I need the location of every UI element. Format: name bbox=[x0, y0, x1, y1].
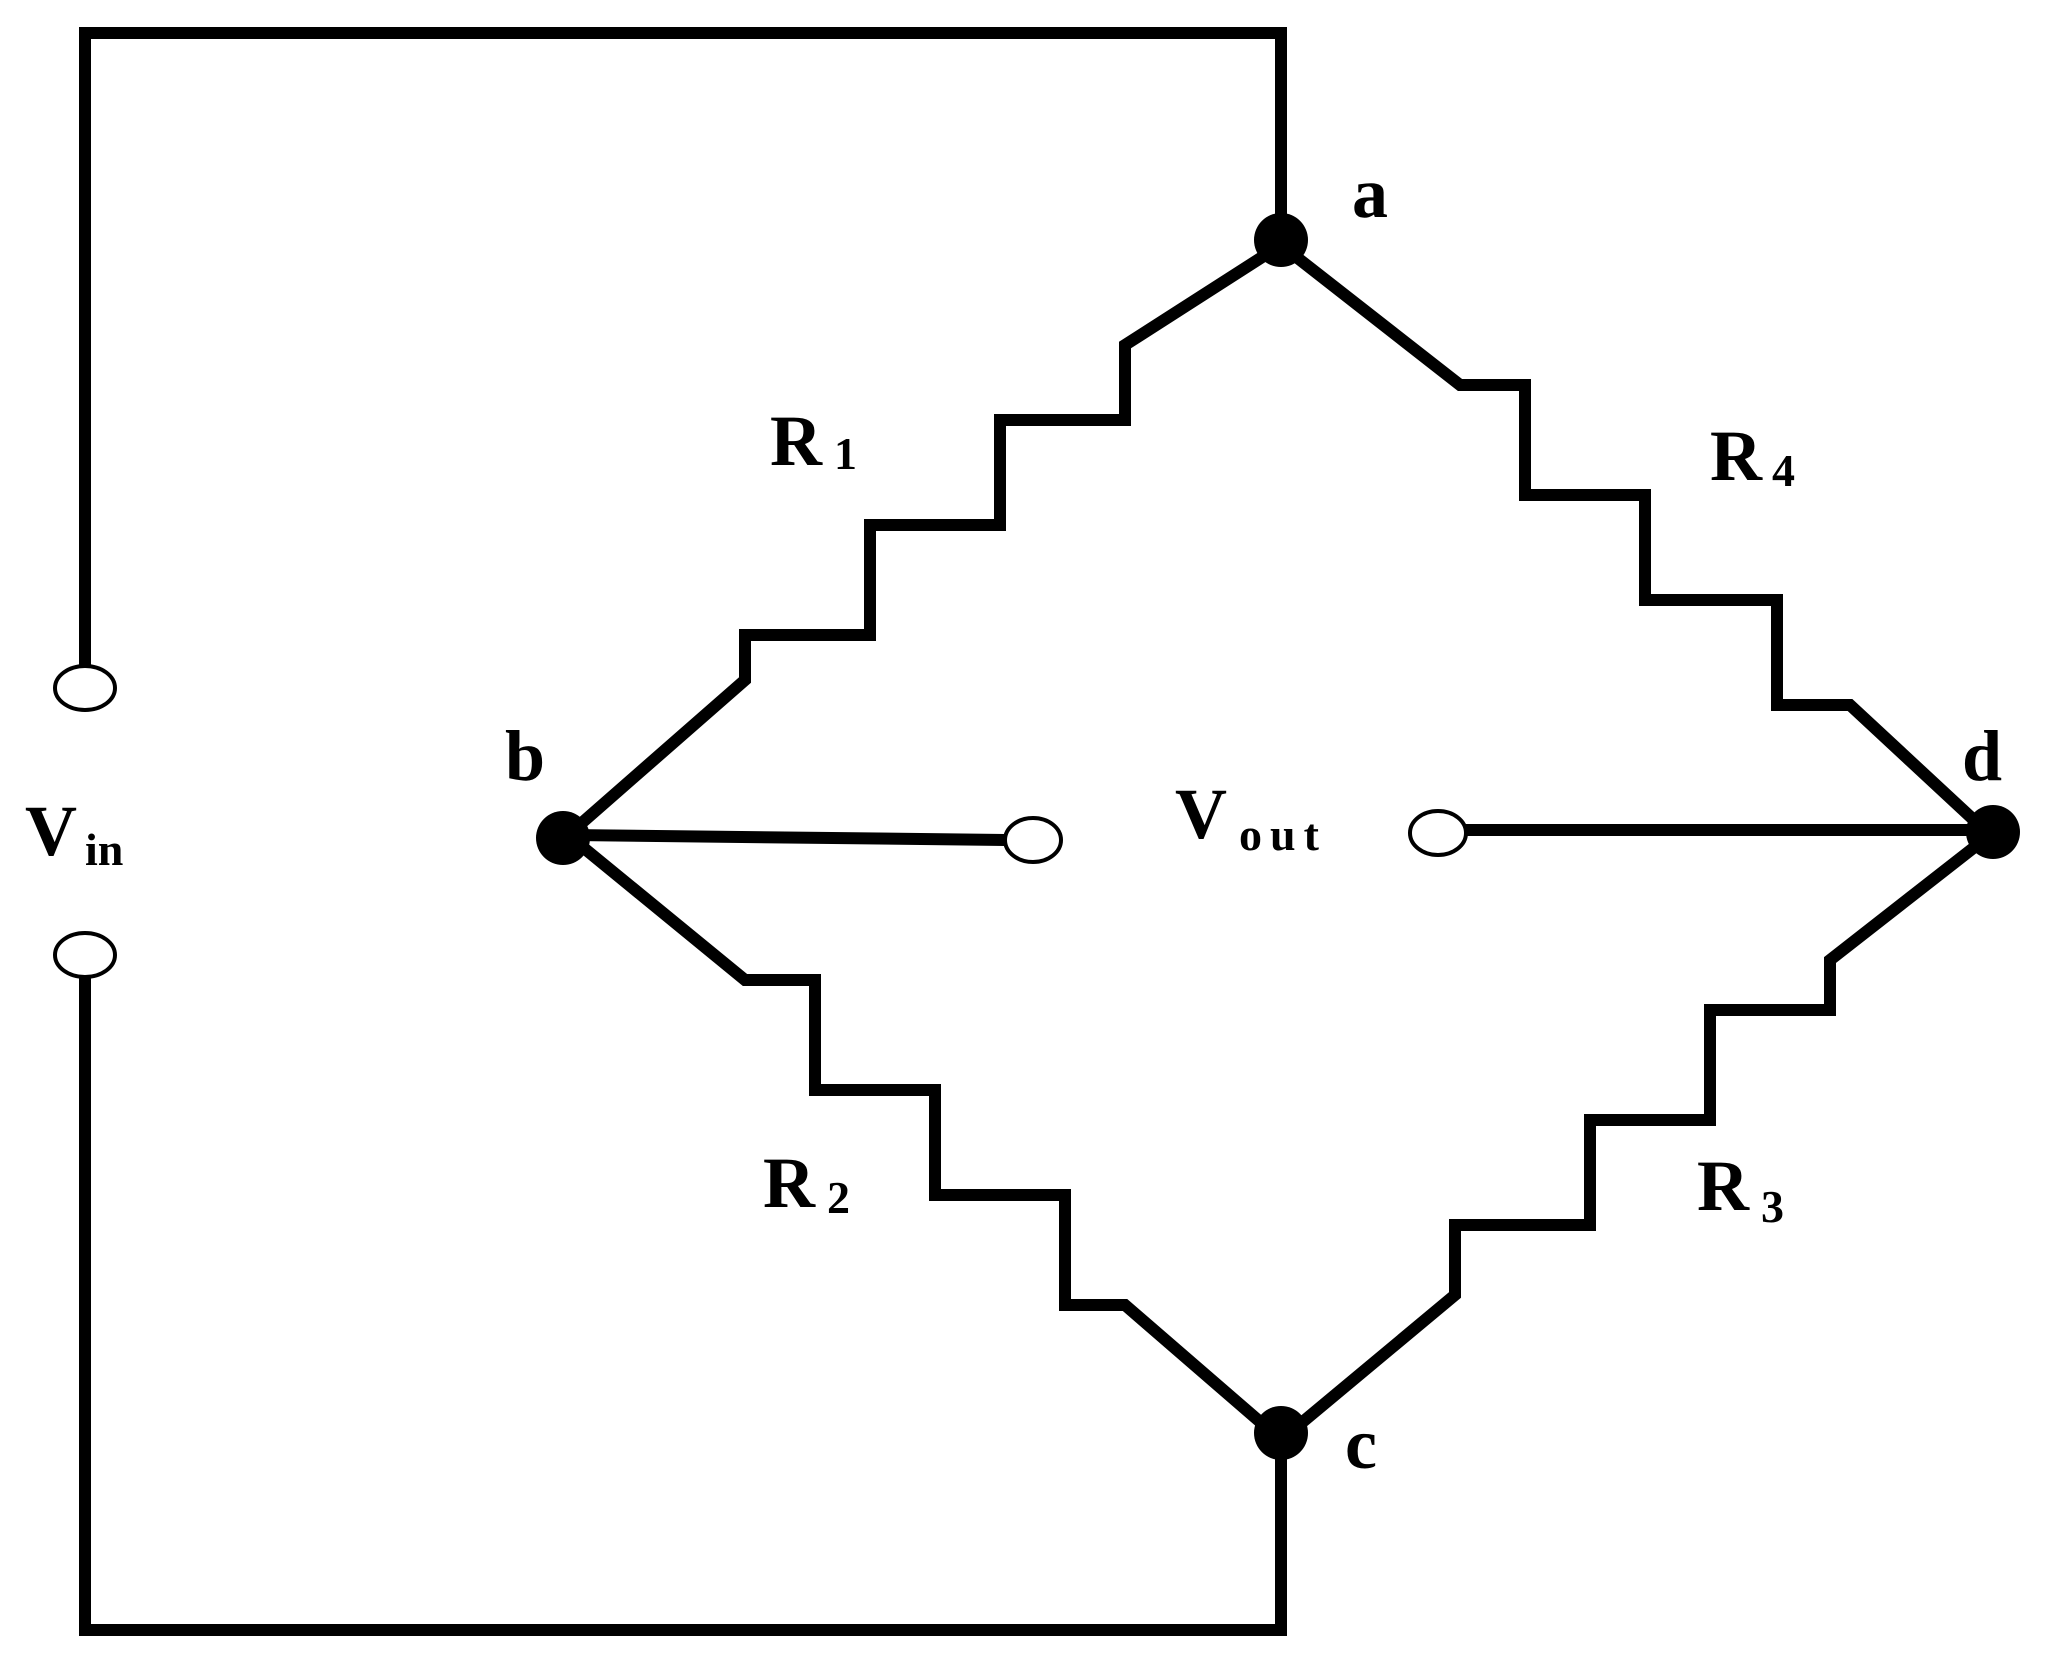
vin-label-main: V bbox=[25, 791, 77, 871]
r4-label-main: R bbox=[1710, 416, 1763, 496]
node-d-dot bbox=[1966, 805, 2020, 859]
resistor-r1 bbox=[559, 236, 1290, 844]
vout-label-sub: out bbox=[1239, 809, 1327, 860]
r2-label-main: R bbox=[763, 1143, 816, 1223]
r3-label: R 3 bbox=[1697, 1146, 1784, 1232]
vin-terminal-top bbox=[53, 664, 117, 712]
vin-label: V in bbox=[25, 791, 123, 875]
vout-label: V out bbox=[1175, 774, 1327, 860]
node-b-label: b bbox=[505, 716, 545, 796]
vout-terminal-left bbox=[1003, 816, 1063, 864]
supply-wire-bottom bbox=[79, 969, 1287, 1636]
r3-label-main: R bbox=[1697, 1146, 1750, 1226]
node-a-dot bbox=[1254, 213, 1308, 267]
r4-label: R 4 bbox=[1710, 416, 1795, 496]
r2-label-sub: 2 bbox=[827, 1172, 850, 1223]
node-d-label: d bbox=[1962, 716, 2002, 796]
r1-label-sub: 1 bbox=[834, 428, 857, 479]
vin-label-sub: in bbox=[85, 824, 123, 875]
resistor-r2 bbox=[559, 826, 1290, 1449]
node-b-dot bbox=[536, 811, 590, 865]
r1-label-main: R bbox=[770, 401, 823, 481]
r2-label: R 2 bbox=[763, 1143, 850, 1223]
vout-label-main: V bbox=[1175, 774, 1227, 854]
vout-terminal-right bbox=[1408, 809, 1468, 857]
supply-wire-top bbox=[79, 27, 1287, 666]
resistor-r4 bbox=[1272, 236, 1999, 844]
node-c-label: c bbox=[1345, 1404, 1377, 1484]
r3-label-sub: 3 bbox=[1761, 1181, 1784, 1232]
node-c-dot bbox=[1254, 1406, 1308, 1460]
vin-terminal-bottom bbox=[53, 931, 117, 979]
r4-label-sub: 4 bbox=[1772, 445, 1795, 496]
node-a-label: a bbox=[1352, 153, 1388, 233]
r1-label: R 1 bbox=[770, 401, 857, 481]
output-wire-left bbox=[561, 828, 1017, 847]
resistor-r3 bbox=[1272, 826, 1999, 1449]
